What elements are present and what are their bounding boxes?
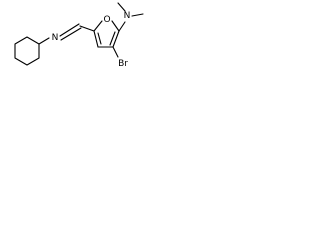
imine-double-bond — [59, 23, 82, 41]
n-methyl-bond-1 — [117, 2, 126, 12]
furan-o-c2-bond — [111, 20, 120, 32]
bromine-label: Br — [118, 59, 128, 69]
furan-c2-c3-bond — [112, 30, 120, 48]
amine-nitrogen-label: N — [124, 11, 131, 21]
cyclohexane-bonds — [14, 36, 40, 66]
imine-nitrogen-label: N — [52, 33, 59, 43]
c2-n-bond — [118, 21, 126, 32]
cyclohexyl-n-bond — [38, 37, 50, 45]
n-methyl-bond-2 — [131, 13, 144, 17]
furan-ring — [93, 20, 120, 48]
ch-to-furan-bond — [79, 25, 95, 32]
cyclohexane-ring — [14, 36, 40, 66]
furan-c2-c3-double — [109, 31, 116, 46]
molecule-structure-diagram: O N N Br — [14, 2, 144, 69]
imine-bond-line-1 — [59, 23, 80, 37]
c3-br-bond — [112, 46, 119, 58]
ring-oxygen-label: O — [103, 15, 110, 25]
furan-c4-c5-double — [97, 32, 102, 45]
furan-c4-c5-bond — [93, 30, 99, 48]
furan-c5-o-bond — [93, 20, 103, 32]
imine-bond-line-2 — [60, 27, 82, 41]
